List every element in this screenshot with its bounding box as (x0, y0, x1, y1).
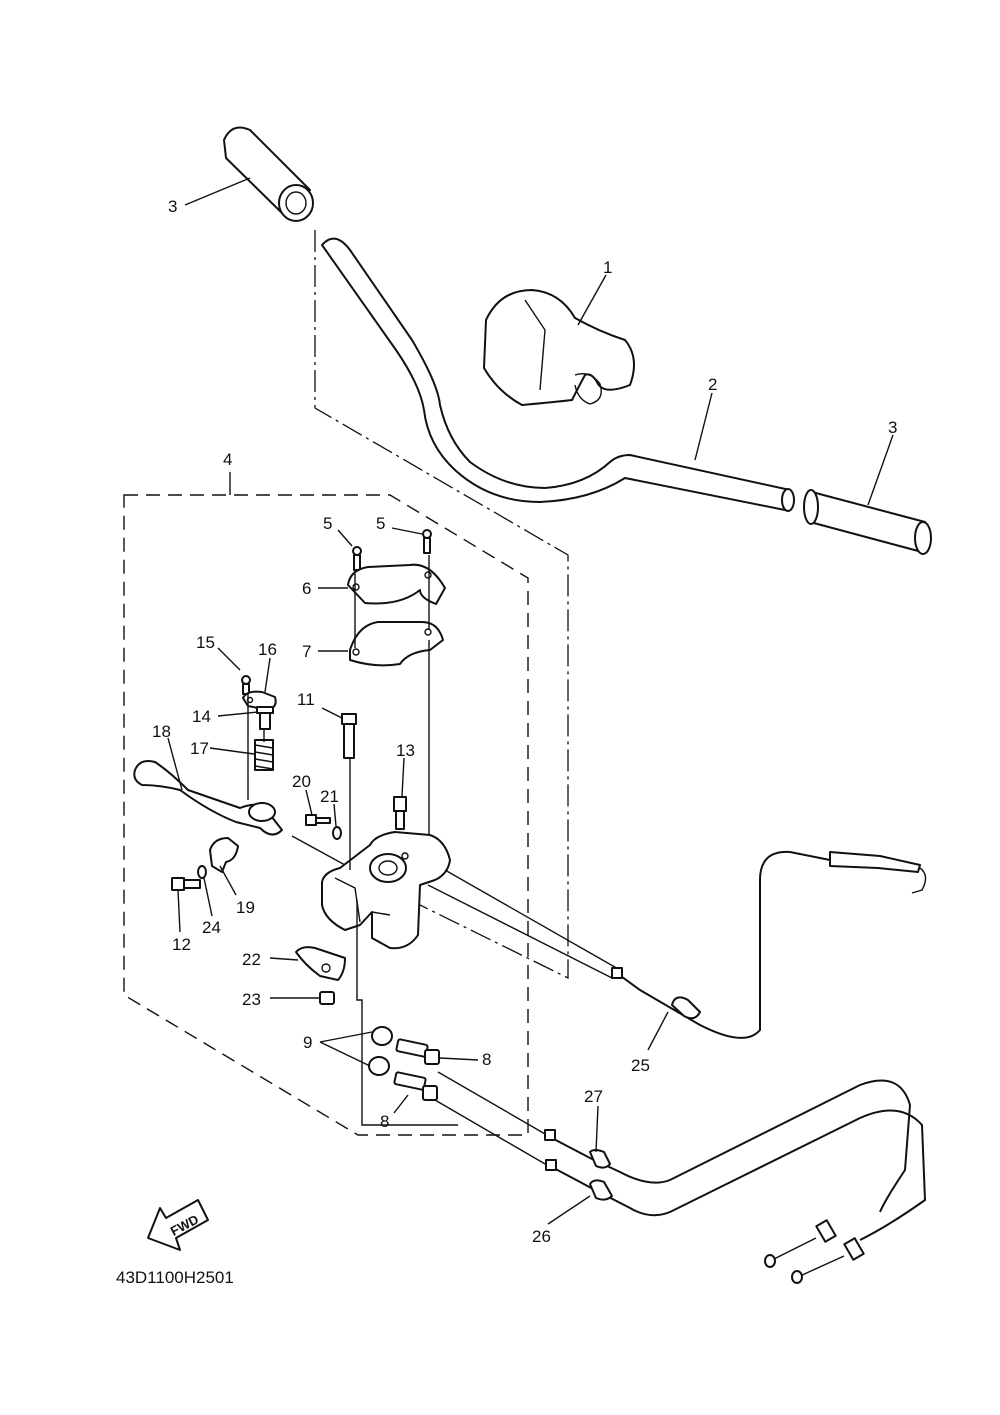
leaders (167, 177, 894, 1225)
callout-23[interactable]: 23 (242, 990, 261, 1009)
callout-17[interactable]: 17 (190, 739, 209, 758)
callout-7[interactable]: 7 (302, 642, 311, 661)
callout-16[interactable]: 16 (258, 640, 277, 659)
callout-5-left[interactable]: 5 (323, 514, 332, 533)
nut-23[interactable] (319, 991, 335, 1005)
callout-15[interactable]: 15 (196, 633, 215, 652)
bolt-13[interactable] (393, 796, 407, 830)
handlebar[interactable] (321, 237, 795, 512)
bolt-20[interactable] (305, 814, 331, 826)
diagram-code: 43D1100H2501 (116, 1268, 234, 1287)
cable-25[interactable] (611, 850, 927, 1039)
bolt-11[interactable] (341, 713, 357, 759)
right-grip[interactable] (803, 489, 932, 555)
callout-24[interactable]: 24 (202, 918, 221, 937)
adjuster-8-lower[interactable] (393, 1071, 438, 1101)
adjuster-8-upper[interactable] (395, 1038, 440, 1065)
screw-5-left[interactable] (352, 546, 362, 571)
callout-22[interactable]: 22 (242, 950, 261, 969)
callout-11[interactable]: 11 (297, 690, 315, 709)
callout-3-left[interactable]: 3 (168, 197, 177, 216)
callout-19[interactable]: 19 (236, 898, 255, 917)
callout-27[interactable]: 27 (584, 1087, 603, 1106)
spring-17[interactable] (254, 739, 274, 771)
callout-20[interactable]: 20 (292, 772, 311, 791)
callout-2[interactable]: 2 (708, 375, 717, 394)
fwd-arrow: FWD (147, 1199, 209, 1251)
housing-master[interactable] (321, 831, 451, 950)
callout-6[interactable]: 6 (302, 579, 311, 598)
assembly-boundary (123, 494, 529, 1136)
callout-12[interactable]: 12 (172, 935, 191, 954)
cable-27[interactable] (544, 1079, 912, 1213)
washer-21[interactable] (332, 826, 342, 840)
cable-ends-lower[interactable] (764, 1219, 865, 1284)
nut-24[interactable] (197, 865, 207, 879)
callout-8-lower[interactable]: 8 (380, 1112, 389, 1131)
handlebar-pad[interactable] (483, 289, 635, 406)
callout-1[interactable]: 1 (603, 258, 612, 277)
callout-25[interactable]: 25 (631, 1056, 650, 1075)
callout-4[interactable]: 4 (223, 450, 232, 469)
cable-26[interactable] (545, 1109, 927, 1241)
bolt-12[interactable] (171, 877, 201, 891)
callout-13[interactable]: 13 (396, 741, 415, 760)
callout-9[interactable]: 9 (303, 1033, 312, 1052)
callout-21[interactable]: 21 (320, 787, 339, 806)
lever-18[interactable] (133, 760, 283, 836)
bracket-19[interactable] (209, 837, 239, 873)
nut-9[interactable] (368, 1026, 393, 1076)
screw-5-right[interactable] (422, 529, 432, 554)
gasket-7[interactable] (349, 621, 444, 667)
callout-3-right[interactable]: 3 (888, 418, 897, 437)
callout-14[interactable]: 14 (192, 707, 211, 726)
bracket-22[interactable] (295, 946, 346, 981)
callout-18[interactable]: 18 (152, 722, 171, 741)
bolt-15[interactable] (241, 675, 251, 695)
callout-26[interactable]: 26 (532, 1227, 551, 1246)
pin-14[interactable] (256, 706, 274, 730)
callout-5-right[interactable]: 5 (376, 514, 385, 533)
callout-labels: 1 2 3 3 4 5 5 6 7 8 8 9 11 12 13 14 15 1… (152, 197, 897, 1246)
cover-6[interactable] (347, 563, 446, 605)
left-grip[interactable] (223, 126, 314, 222)
callout-8-upper[interactable]: 8 (482, 1050, 491, 1069)
